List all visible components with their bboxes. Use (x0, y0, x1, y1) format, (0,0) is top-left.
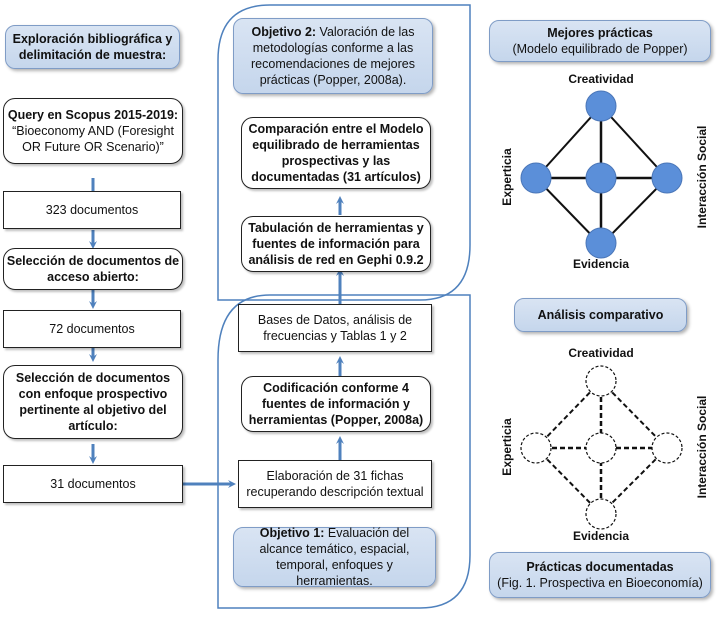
comparative-analysis-header: Análisis comparativo (514, 298, 687, 332)
exploration-header-text: Exploración bibliográfica y delimitación… (12, 32, 173, 62)
label-interaccion-social-top: Interacción Social (695, 125, 709, 229)
documented-practices-title: Prácticas documentadas (526, 560, 674, 574)
count-72-box: 72 documentos (3, 310, 181, 348)
databases-text: Bases de Datos, análisis de frecuencias … (257, 313, 413, 343)
elaboration-box: Elaboración de 31 fichas recuperando des… (238, 460, 432, 508)
comparative-analysis-title: Análisis comparativo (537, 308, 664, 322)
objective-1-text: Evaluación del alcance temático, espacia… (259, 526, 410, 588)
documented-practices-network (520, 365, 683, 530)
node-experticia (520, 162, 552, 194)
count-323-text: 323 documentos (45, 203, 139, 217)
tabulation-box: Tabulación de herramientas y fuentes de … (241, 216, 431, 272)
count-31-text: 31 documentos (50, 477, 136, 491)
comparison-text: Comparación entre el Modelo equilibrado … (248, 122, 424, 184)
label-evidencia-top: Evidencia (572, 257, 630, 271)
objective-2-content: Objetivo 2: Valoración de las metodologí… (234, 24, 432, 88)
best-practices-header: Mejores prácticas (Modelo equilibrado de… (489, 20, 711, 62)
node-center-dashed (585, 432, 617, 464)
node-creatividad (585, 90, 617, 122)
databases-box: Bases de Datos, análisis de frecuencias … (238, 304, 432, 352)
label-creatividad-bottom: Creatividad (568, 346, 634, 360)
label-interaccion-social-bottom: Interacción Social (695, 395, 709, 499)
count-72-text: 72 documentos (49, 322, 135, 336)
label-experticia-top: Experticia (500, 148, 514, 206)
query-box: Query en Scopus 2015-2019: “Bioeconomy A… (3, 98, 183, 164)
prospective-selection-text: Selección de documentos con enfoque pros… (15, 371, 171, 433)
query-title: Query en Scopus 2015-2019: (7, 108, 179, 122)
count-323-box: 323 documentos (3, 191, 181, 229)
prospective-selection-box: Selección de documentos con enfoque pros… (3, 365, 183, 439)
label-evidencia-bottom: Evidencia (572, 529, 630, 543)
elaboration-text: Elaboración de 31 fichas recuperando des… (246, 469, 424, 499)
node-interaccion-social (651, 162, 683, 194)
coding-text: Codificación conforme 4 fuentes de infor… (248, 381, 424, 427)
objective-1-label: Objetivo 1: (259, 526, 325, 540)
objective-1-content: Objetivo 1: Evaluación del alcance temát… (240, 525, 429, 589)
node-experticia-dashed (520, 432, 552, 464)
count-31-box: 31 documentos (3, 465, 183, 503)
node-interaccion-social-dashed (651, 432, 683, 464)
query-text: “Bioeconomy AND (Foresight OR Future OR … (12, 124, 174, 154)
open-access-selection-box: Selección de documentos de acceso abiert… (3, 248, 183, 290)
node-creatividad-dashed (585, 365, 617, 397)
tabulation-text: Tabulación de herramientas y fuentes de … (248, 221, 424, 267)
objective-1-container (217, 294, 471, 609)
objective-2-box: Objetivo 2: Valoración de las metodologí… (233, 18, 433, 94)
documented-practices-subtitle: (Fig. 1. Prospectiva en Bioeconomía) (497, 576, 703, 590)
label-experticia-bottom: Experticia (500, 418, 514, 476)
comparison-box: Comparación entre el Modelo equilibrado … (241, 117, 431, 189)
best-practices-title: Mejores prácticas (547, 26, 653, 40)
best-practices-network (520, 90, 683, 259)
node-center (585, 162, 617, 194)
objective-1-box: Objetivo 1: Evaluación del alcance temát… (233, 525, 436, 589)
coding-box: Codificación conforme 4 fuentes de infor… (241, 376, 431, 432)
objective-2-text: Valoración de las metodologías conforme … (251, 25, 415, 87)
open-access-selection-text: Selección de documentos de acceso abiert… (6, 254, 180, 284)
node-evidencia (585, 227, 617, 259)
documented-practices-header: Prácticas documentadas (Fig. 1. Prospect… (489, 552, 711, 598)
label-creatividad-top: Creatividad (568, 72, 634, 86)
exploration-header: Exploración bibliográfica y delimitación… (5, 25, 180, 69)
node-evidencia-dashed (585, 498, 617, 530)
best-practices-subtitle: (Modelo equilibrado de Popper) (512, 42, 688, 56)
objective-2-container (217, 4, 471, 301)
objective-2-label: Objetivo 2: (251, 25, 317, 39)
